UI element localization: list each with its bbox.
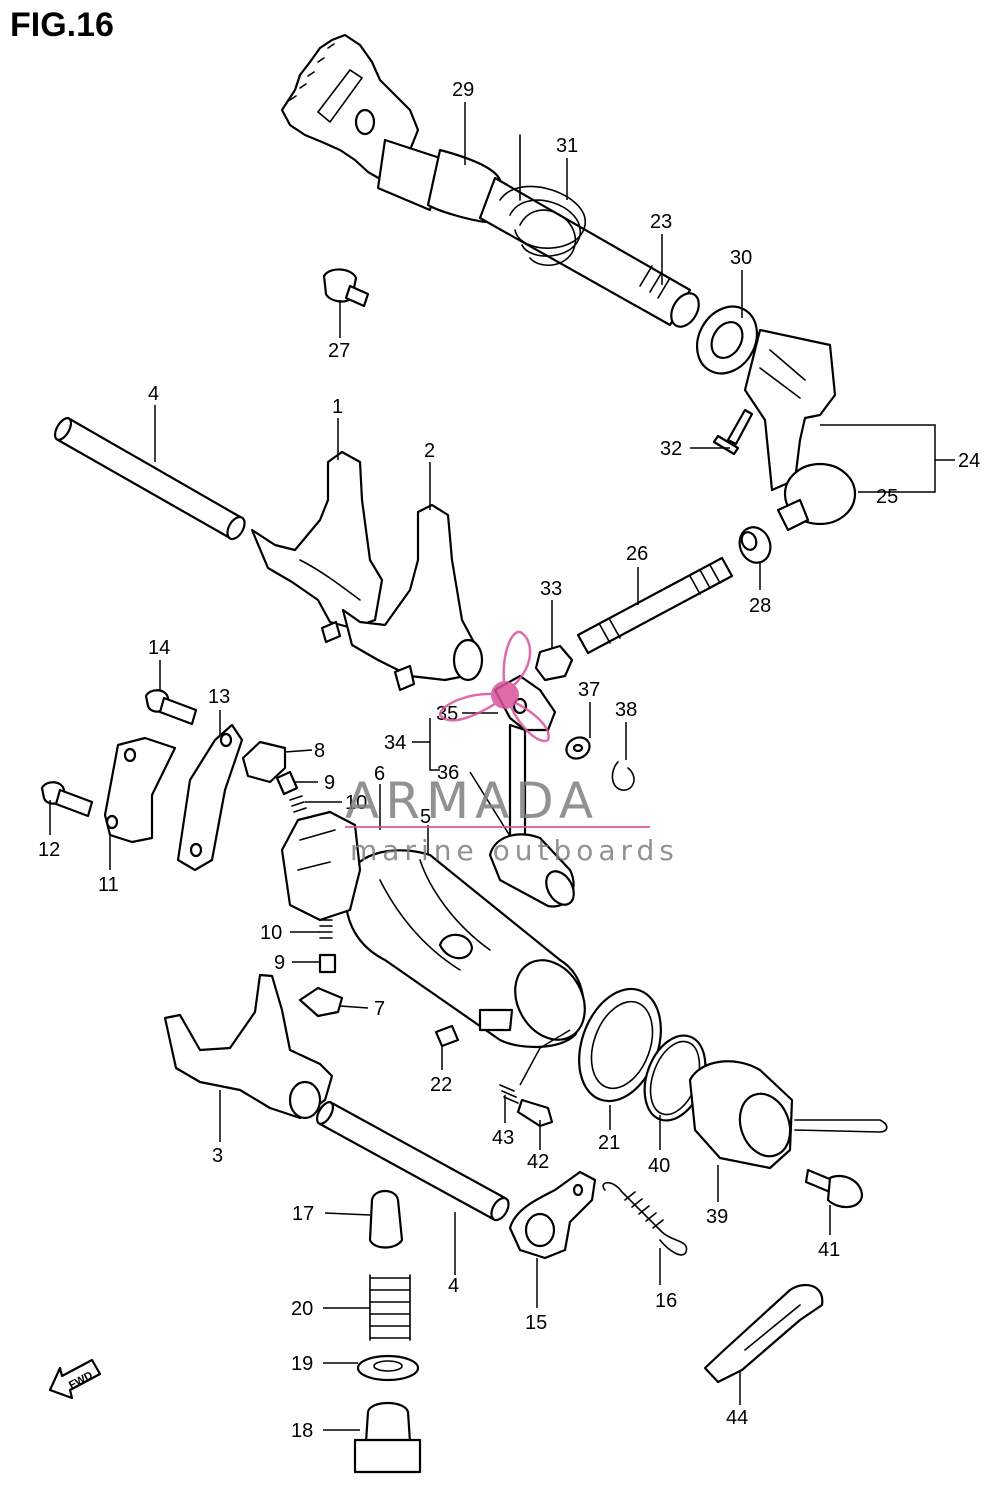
callout-24: 24	[958, 450, 980, 472]
callout-12: 12	[38, 839, 60, 861]
callout-38: 38	[615, 699, 637, 721]
part-42-pin	[516, 1098, 554, 1128]
part-16-spring	[602, 1181, 688, 1256]
part-9-pin-lower	[318, 953, 337, 974]
callout-21: 21	[598, 1132, 620, 1154]
part-2-shift-fork	[341, 503, 484, 692]
part-22-pin	[434, 1024, 460, 1048]
part-8-detent-cap	[241, 740, 287, 784]
part-24-shift-lever	[743, 328, 857, 532]
part-1-shift-fork	[250, 450, 384, 644]
callout-29: 29	[452, 79, 474, 101]
callout-37: 37	[578, 679, 600, 701]
part-33-nut	[534, 644, 574, 682]
callout-25: 25	[876, 486, 898, 508]
figure-title: FIG.16	[10, 6, 114, 44]
callout-28: 28	[749, 595, 771, 617]
callout-20: 20	[291, 1298, 313, 1320]
callout-11: 11	[98, 874, 119, 896]
watermark: ARMADA marine outboards	[345, 630, 679, 867]
callout-41: 41	[818, 1239, 840, 1261]
callout-2: 2	[424, 440, 435, 462]
callout-10-upper: 10	[345, 792, 367, 814]
callout-43: 43	[492, 1127, 514, 1149]
callout-40: 40	[648, 1155, 670, 1177]
callout-labels: 29 31 23 30 27 4 1 2 32 24 25 26 33 28 1…	[38, 79, 980, 1442]
part-6-cam	[280, 810, 362, 922]
callout-34: 34	[384, 732, 406, 754]
part-37-washer	[565, 736, 591, 760]
callout-39: 39	[706, 1206, 728, 1228]
part-41-bolt	[804, 1168, 864, 1209]
callout-23: 23	[650, 211, 672, 233]
part-19-washer	[356, 1354, 420, 1382]
part-28-bushing	[738, 526, 772, 564]
callout-4-upper: 4	[148, 383, 159, 405]
callout-9-lower: 9	[274, 952, 285, 974]
callout-1: 1	[332, 396, 343, 418]
callout-9-upper: 9	[324, 772, 335, 794]
part-38-clip	[611, 761, 635, 791]
callout-42: 42	[527, 1151, 549, 1173]
callout-36: 36	[437, 762, 459, 784]
callout-8: 8	[314, 740, 325, 762]
callout-44: 44	[726, 1407, 748, 1429]
callout-27: 27	[328, 340, 350, 362]
part-14-screw	[144, 689, 198, 726]
callout-32: 32	[660, 438, 682, 460]
callout-3: 3	[212, 1145, 223, 1167]
part-20-spring	[369, 1274, 411, 1341]
part-11-plate	[103, 736, 177, 844]
callout-16: 16	[655, 1290, 677, 1312]
callout-31: 31	[556, 135, 578, 157]
part-36-roller	[488, 833, 575, 908]
callout-14: 14	[148, 637, 170, 659]
part-4-rod-lower	[315, 1100, 510, 1222]
leader-lines	[49, 102, 955, 1431]
part-10-spring-upper	[289, 795, 307, 813]
part-32-bolt	[712, 408, 754, 456]
callout-18: 18	[291, 1420, 313, 1442]
part-26-rod	[576, 556, 734, 655]
part-3-shift-fork	[163, 973, 334, 1120]
part-4-rod-upper	[53, 416, 246, 541]
part-13-plate	[176, 723, 244, 872]
callout-15: 15	[525, 1312, 547, 1334]
part-10-spring-lower	[319, 919, 333, 939]
fwd-arrow-icon: FWD	[48, 1358, 102, 1400]
part-5-shift-drum	[344, 849, 586, 1048]
part-18-plug	[353, 1401, 422, 1474]
callout-5: 5	[420, 806, 431, 828]
part-12-screw	[40, 781, 94, 818]
part-44-bracket	[703, 1283, 824, 1384]
part-29-shift-shaft	[280, 33, 502, 224]
callout-6: 6	[374, 763, 385, 785]
part-17-cap	[368, 1189, 404, 1249]
callout-22: 22	[430, 1074, 452, 1096]
callout-13: 13	[208, 686, 230, 708]
watermark-tagline: marine outboards	[350, 834, 679, 867]
callout-33: 33	[540, 578, 562, 600]
part-30-washer	[695, 305, 759, 375]
part-23-shaft	[478, 176, 700, 328]
part-9-pin-upper	[275, 770, 299, 796]
part-7-clip	[298, 986, 344, 1018]
watermark-brand: ARMADA	[345, 772, 599, 830]
part-27-pin	[322, 268, 370, 308]
part-39-switch	[688, 1060, 888, 1170]
part-15-lever	[508, 1170, 597, 1260]
callout-7: 7	[374, 998, 385, 1020]
callout-19: 19	[291, 1353, 313, 1375]
callout-10-lower: 10	[260, 922, 282, 944]
part-31-spring	[499, 134, 586, 266]
callout-26: 26	[626, 543, 648, 565]
callout-17: 17	[292, 1203, 314, 1225]
part-43-spring	[499, 1084, 519, 1104]
callout-30: 30	[730, 247, 752, 269]
watermark-rule	[345, 826, 650, 828]
watermark-propeller-icon	[438, 630, 550, 743]
callout-4-lower: 4	[448, 1275, 459, 1297]
